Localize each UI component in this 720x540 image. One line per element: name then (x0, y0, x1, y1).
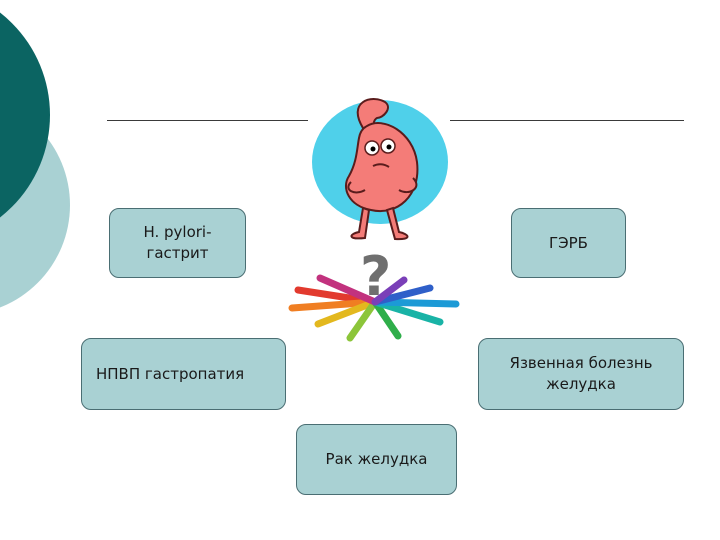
hpylori-gastritis-box: H. pylori- гастрит (109, 208, 246, 278)
nsaid-gastropathy-box: НПВП гастропатия (81, 338, 286, 410)
question-mark-arrows-icon: ? (288, 250, 460, 342)
top-left-rule (107, 120, 308, 121)
dark-teal-circle (0, 12, 50, 218)
gerd-box: ГЭРБ (511, 208, 626, 278)
top-right-rule (450, 120, 684, 121)
svg-text:?: ? (360, 250, 391, 308)
stomach-cancer-box: Рак желудка (296, 424, 457, 495)
peptic-ulcer-box: Язвенная болезнь желудка (478, 338, 684, 410)
stomach-character-icon (312, 98, 448, 241)
